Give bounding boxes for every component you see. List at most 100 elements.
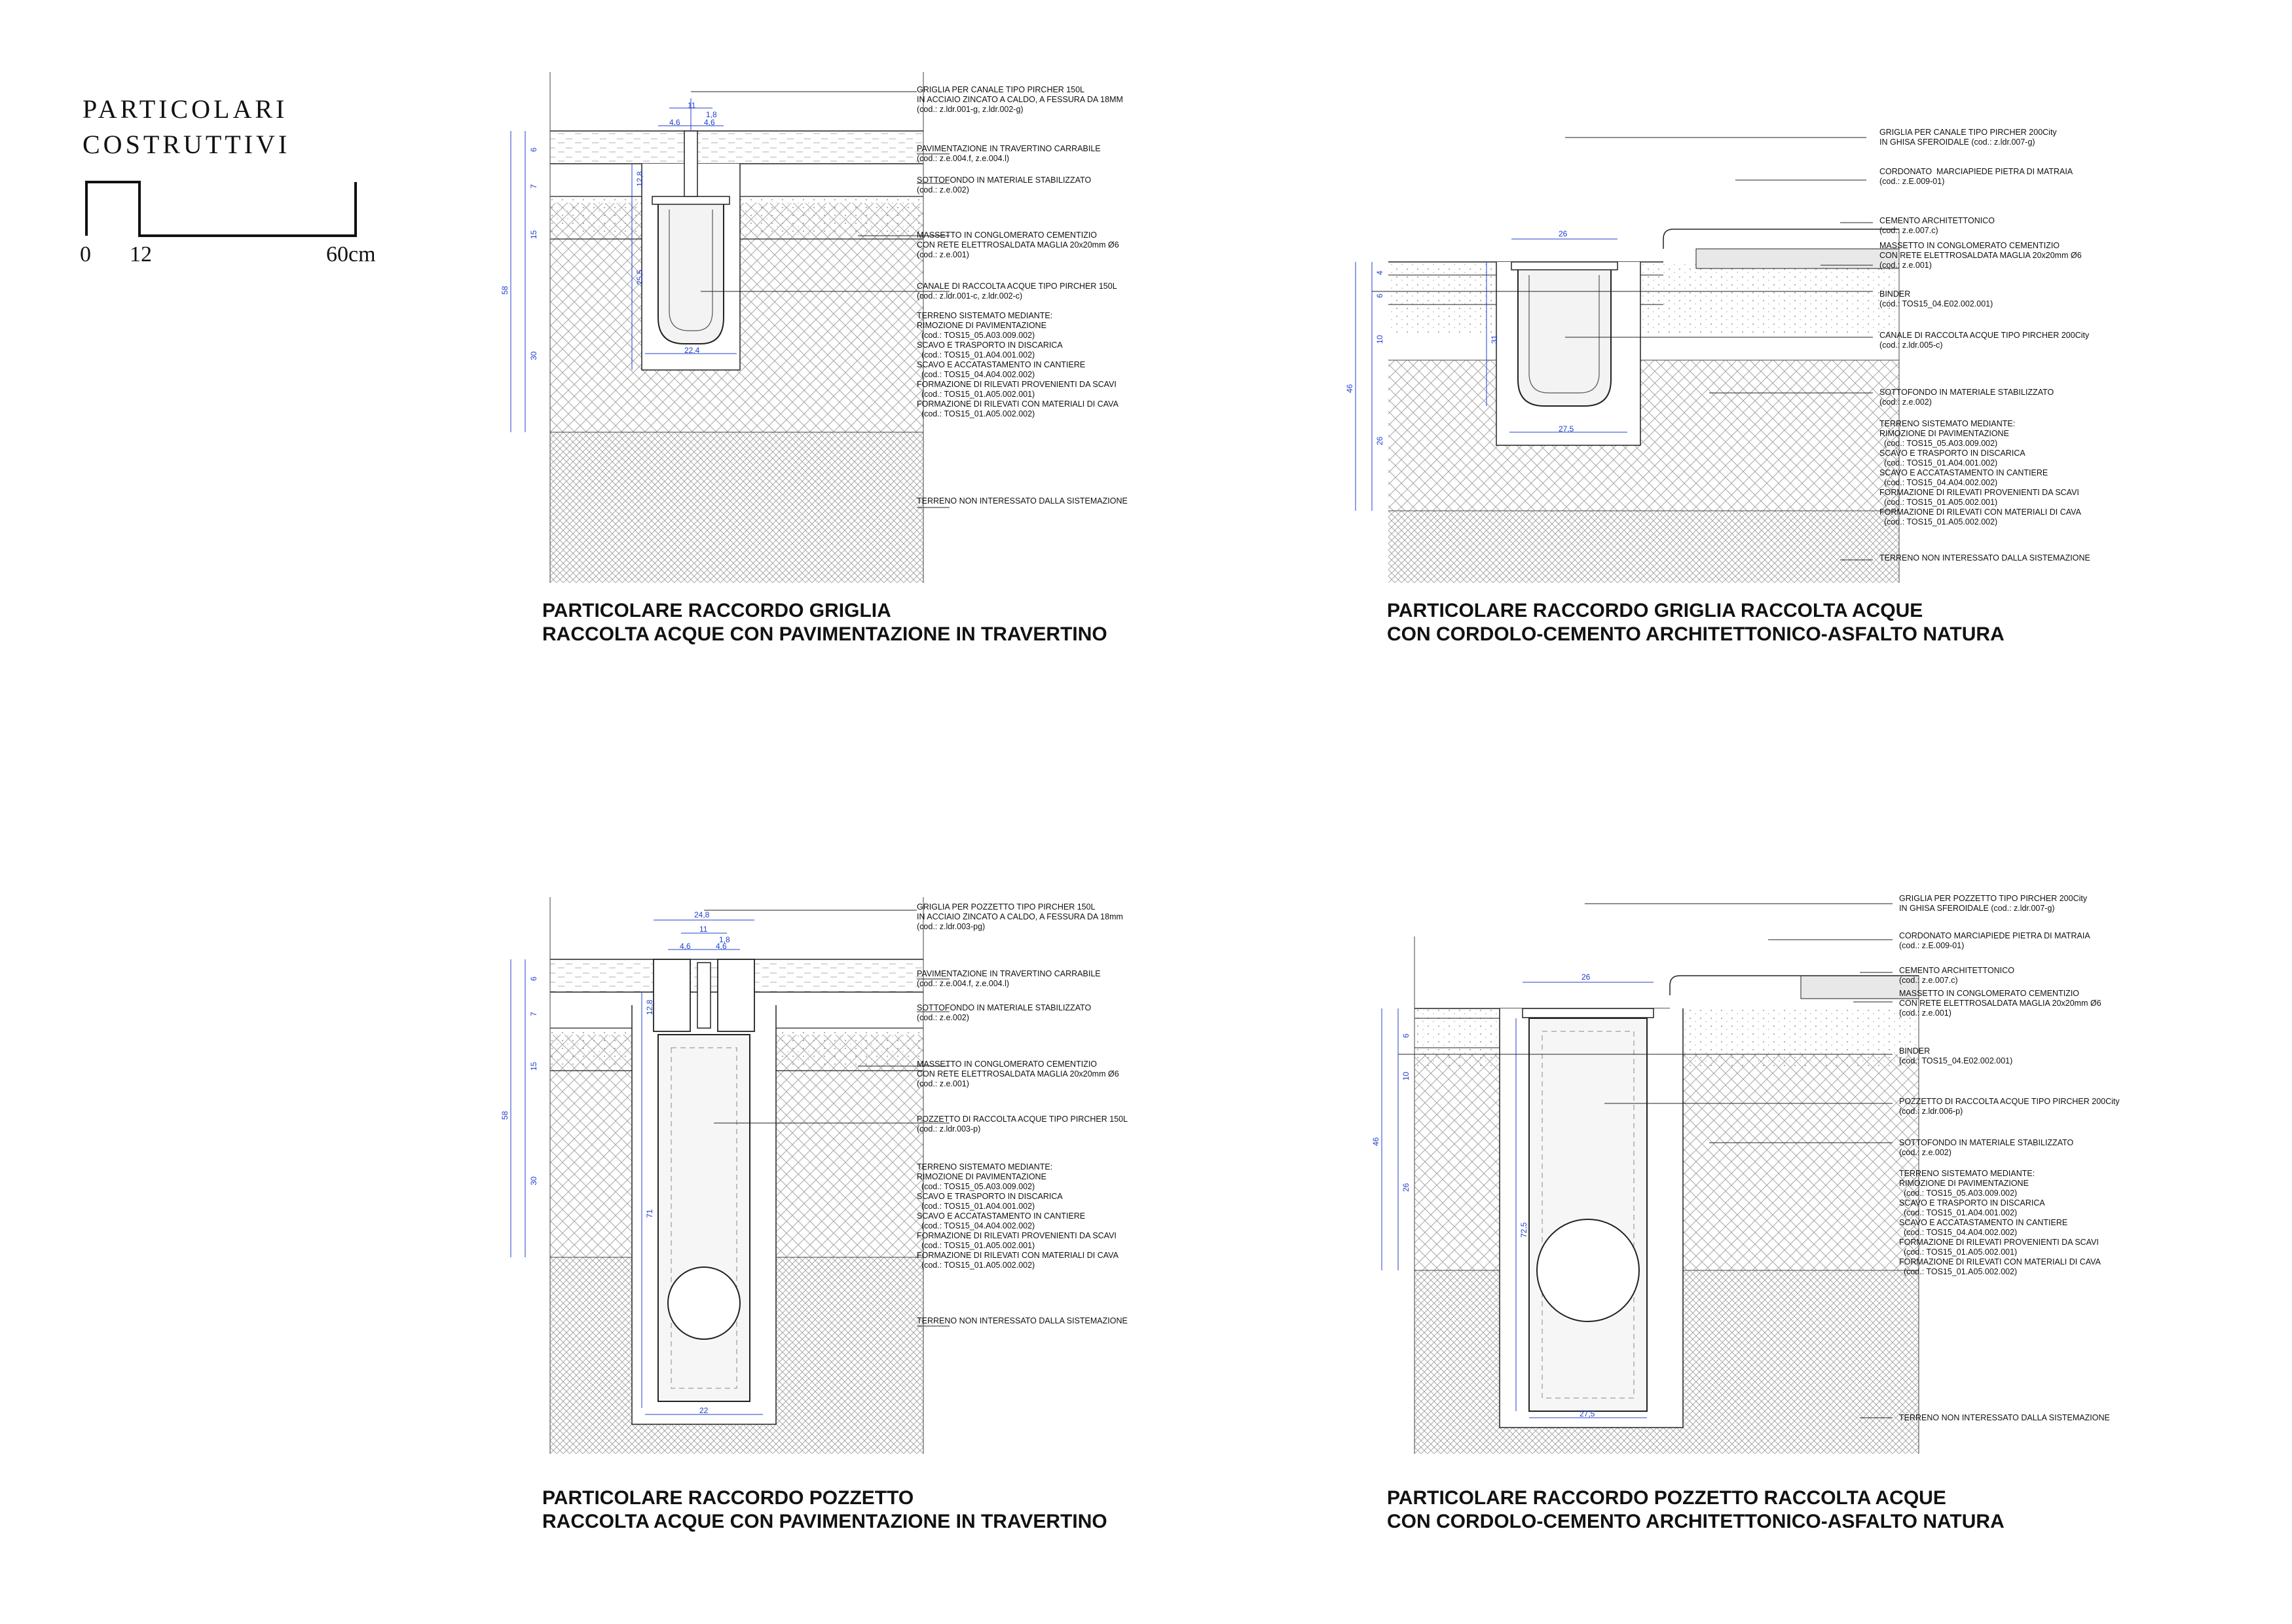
dim-label: 22 bbox=[699, 1406, 709, 1415]
detail-title-2-line1: PARTICOLARE RACCORDO GRIGLIA RACCOLTA AC… bbox=[1387, 600, 1923, 621]
dim-label: 4,6 bbox=[716, 942, 727, 951]
graphic-scale-bar: 0 12 60cm bbox=[80, 177, 398, 275]
sheet-title-line1: PARTICOLARI bbox=[83, 94, 288, 124]
note-pavimentazione: PAVIMENTAZIONE IN TRAVERTINO CARRABILE (… bbox=[917, 144, 1101, 163]
note-terreno-sistemato: TERRENO SISTEMATO MEDIANTE: RIMOZIONE DI… bbox=[917, 1162, 1118, 1270]
dim-label: 71 bbox=[645, 1209, 654, 1218]
detail-title-4: PARTICOLARE RACCORDO POZZETTO RACCOLTA A… bbox=[1387, 1486, 2005, 1534]
dim-label: 10 bbox=[1401, 1071, 1411, 1080]
note-sottofondo: SOTTOFONDO IN MATERIALE STABILIZZATO (co… bbox=[1879, 388, 2054, 407]
detail-title-4-line1: PARTICOLARE RACCORDO POZZETTO RACCOLTA A… bbox=[1387, 1487, 1946, 1509]
detail-title-3-line2: RACCOLTA ACQUE CON PAVIMENTAZIONE IN TRA… bbox=[542, 1511, 1107, 1532]
dim-label: 30 bbox=[529, 351, 538, 360]
detail-title-1-line2: RACCOLTA ACQUE CON PAVIMENTAZIONE IN TRA… bbox=[542, 623, 1107, 645]
dim-label: 27,5 bbox=[1559, 424, 1574, 434]
dim-label: 10 bbox=[1375, 335, 1384, 344]
dim-label: 25,5 bbox=[635, 269, 644, 285]
detail-title-3: PARTICOLARE RACCORDO POZZETTO RACCOLTA A… bbox=[542, 1486, 1107, 1534]
dim-label: 26 bbox=[1581, 972, 1591, 982]
dim-label: 31 bbox=[1490, 335, 1499, 344]
dim-label: 30 bbox=[529, 1176, 538, 1185]
dim-label: 4 bbox=[1375, 270, 1384, 275]
dim-label: 26 bbox=[1401, 1183, 1411, 1192]
dim-label: 7 bbox=[529, 184, 538, 189]
dim-label: 58 bbox=[500, 286, 509, 295]
note-binder: BINDER (cod.: TOS15_04.E02.002.001) bbox=[1899, 1046, 2013, 1065]
dim-label: 4,6 bbox=[680, 942, 691, 951]
dim-label: 12,8 bbox=[635, 171, 644, 187]
dim-label: 4,6 bbox=[669, 118, 680, 127]
dim-label: 6 bbox=[529, 147, 538, 152]
dim-label: 46 bbox=[1371, 1137, 1380, 1146]
note-sottofondo: SOTTOFONDO IN MATERIALE STABILIZZATO (co… bbox=[1899, 1138, 2074, 1157]
note-cemento-architettonico: CEMENTO ARCHITETTONICO (cod.: z.e.007.c) bbox=[1879, 216, 1995, 235]
note-terreno-non-interessato: TERRENO NON INTERESSATO DALLA SISTEMAZIO… bbox=[917, 1316, 1128, 1325]
sheet-title: PARTICOLARI COSTRUTTIVI bbox=[83, 92, 290, 162]
dim-label: 72,5 bbox=[1519, 1222, 1528, 1238]
dim-label: 11 bbox=[699, 925, 708, 934]
note-massetto: MASSETTO IN CONGLOMERATO CEMENTIZIO CON … bbox=[917, 1060, 1119, 1088]
dim-label: 24,8 bbox=[694, 910, 710, 919]
scale-bar-graphic bbox=[85, 181, 357, 237]
dim-label: 26 bbox=[1559, 229, 1568, 238]
note-terreno-sistemato: TERRENO SISTEMATO MEDIANTE: RIMOZIONE DI… bbox=[1899, 1169, 2101, 1276]
dim-label: 27,5 bbox=[1580, 1409, 1595, 1418]
detail-title-4-line2: CON CORDOLO-CEMENTO ARCHITETTONICO-ASFAL… bbox=[1387, 1511, 2005, 1532]
note-terreno-sistemato: TERRENO SISTEMATO MEDIANTE: RIMOZIONE DI… bbox=[917, 311, 1118, 418]
note-massetto: MASSETTO IN CONGLOMERATO CEMENTIZIO CON … bbox=[1899, 989, 2101, 1018]
note-cordonato: CORDONATO MARCIAPIEDE PIETRA DI MATRAIA … bbox=[1879, 167, 2073, 186]
note-canale: CANALE DI RACCOLTA ACQUE TIPO PIRCHER 20… bbox=[1879, 331, 2090, 350]
dim-label: 58 bbox=[500, 1111, 509, 1120]
dim-label: 6 bbox=[529, 976, 538, 981]
note-sottofondo: SOTTOFONDO IN MATERIALE STABILIZZATO (co… bbox=[917, 1003, 1092, 1022]
dim-label: 12,8 bbox=[645, 999, 654, 1015]
note-griglia: GRIGLIA PER CANALE TIPO PIRCHER 150L IN … bbox=[917, 85, 1123, 114]
note-terreno-non-interessato: TERRENO NON INTERESSATO DALLA SISTEMAZIO… bbox=[917, 496, 1128, 506]
dim-label: 46 bbox=[1345, 384, 1354, 393]
note-cordonato: CORDONATO MARCIAPIEDE PIETRA DI MATRAIA … bbox=[1899, 931, 2090, 950]
note-canale: CANALE DI RACCOLTA ACQUE TIPO PIRCHER 15… bbox=[917, 282, 1117, 301]
section-drawing-1 bbox=[510, 72, 950, 583]
note-pozzetto: POZZETTO DI RACCOLTA ACQUE TIPO PIRCHER … bbox=[1899, 1097, 2120, 1116]
detail-title-1: PARTICOLARE RACCORDO GRIGLIA RACCOLTA AC… bbox=[542, 599, 1107, 646]
dim-label: 15 bbox=[529, 1061, 538, 1071]
note-massetto: MASSETTO IN CONGLOMERATO CEMENTIZIO CON … bbox=[917, 231, 1119, 259]
detail-panel-2: GRIGLIA PER CANALE TIPO PIRCHER 200City … bbox=[1342, 118, 2194, 668]
note-griglia-pozzetto: GRIGLIA PER POZZETTO TIPO PIRCHER 200Cit… bbox=[1899, 894, 2088, 913]
sheet-title-line2: COSTRUTTIVI bbox=[83, 130, 291, 159]
note-pavimentazione: PAVIMENTAZIONE IN TRAVERTINO CARRABILE (… bbox=[917, 969, 1101, 988]
section-drawing-4 bbox=[1381, 903, 1919, 1454]
detail-title-2: PARTICOLARE RACCORDO GRIGLIA RACCOLTA AC… bbox=[1387, 599, 2005, 646]
note-griglia-pozzetto: GRIGLIA PER POZZETTO TIPO PIRCHER 150L I… bbox=[917, 902, 1123, 931]
dim-label: 4,6 bbox=[704, 118, 715, 127]
dim-label: 22,4 bbox=[684, 346, 700, 355]
section-drawing-2 bbox=[1355, 137, 1900, 583]
note-cemento-architettonico: CEMENTO ARCHITETTONICO (cod.: z.e.007.c) bbox=[1899, 966, 2014, 985]
detail-title-3-line1: PARTICOLARE RACCORDO POZZETTO bbox=[542, 1487, 914, 1509]
note-griglia: GRIGLIA PER CANALE TIPO PIRCHER 200City … bbox=[1879, 128, 2057, 147]
note-terreno-sistemato: TERRENO SISTEMATO MEDIANTE: RIMOZIONE DI… bbox=[1879, 419, 2081, 526]
dim-label: 1,8 bbox=[719, 935, 730, 944]
note-massetto: MASSETTO IN CONGLOMERATO CEMENTIZIO CON … bbox=[1879, 241, 2082, 270]
note-terreno-non-interessato: TERRENO NON INTERESSATO DALLA SISTEMAZIO… bbox=[1879, 553, 2090, 563]
note-sottofondo: SOTTOFONDO IN MATERIALE STABILIZZATO (co… bbox=[917, 175, 1092, 194]
detail-panel-3: GRIGLIA PER POZZETTO TIPO PIRCHER 150L I… bbox=[498, 897, 1218, 1545]
dim-label: 11 bbox=[688, 101, 696, 110]
dim-label: 6 bbox=[1401, 1033, 1411, 1038]
detail-title-2-line2: CON CORDOLO-CEMENTO ARCHITETTONICO-ASFAL… bbox=[1387, 623, 2005, 645]
dim-label: 1,8 bbox=[706, 110, 717, 119]
note-terreno-non-interessato: TERRENO NON INTERESSATO DALLA SISTEMAZIO… bbox=[1899, 1413, 2110, 1422]
scale-label-0: 0 bbox=[80, 242, 91, 267]
detail-title-1-line1: PARTICOLARE RACCORDO GRIGLIA bbox=[542, 600, 891, 621]
note-pozzetto: POZZETTO DI RACCOLTA ACQUE TIPO PIRCHER … bbox=[917, 1115, 1128, 1134]
dim-label: 6 bbox=[1375, 293, 1384, 298]
dim-label: 7 bbox=[529, 1012, 538, 1016]
detail-panel-4: GRIGLIA PER POZZETTO TIPO PIRCHER 200Cit… bbox=[1342, 891, 2194, 1545]
dim-label: 26 bbox=[1375, 436, 1384, 445]
section-drawing-3 bbox=[510, 897, 950, 1454]
scale-label-12: 12 bbox=[130, 242, 152, 267]
scale-label-60cm: 60cm bbox=[326, 242, 376, 267]
note-binder: BINDER (cod.: TOS15_04.E02.002.001) bbox=[1879, 289, 1993, 308]
dim-label: 15 bbox=[529, 230, 538, 239]
detail-panel-1: GRIGLIA PER CANALE TIPO PIRCHER 150L IN … bbox=[498, 72, 1218, 661]
